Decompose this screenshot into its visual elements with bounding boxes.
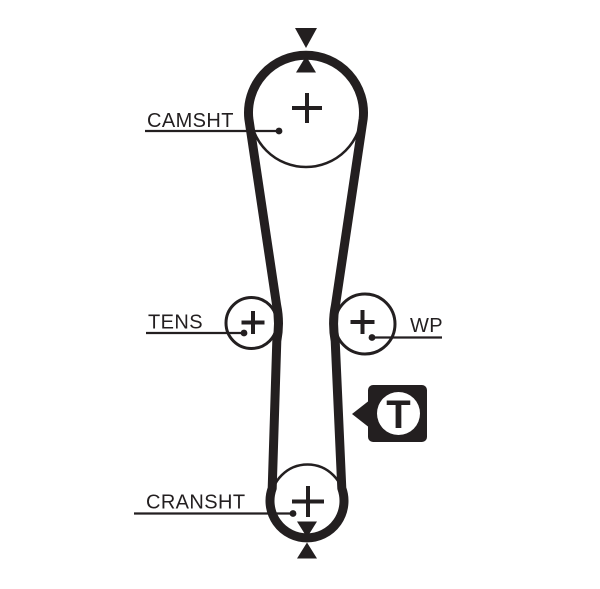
timing-mark-bottom-outer-arrow-icon xyxy=(297,542,317,559)
badge-letter: T xyxy=(386,393,410,437)
crankshaft-center-mark xyxy=(292,486,324,517)
timing-belt xyxy=(244,50,368,543)
timing-mark-top-outer-arrow-icon xyxy=(295,28,317,48)
crankshaft-label: CRANSHT xyxy=(146,492,245,514)
camshaft-leader-dot xyxy=(275,127,283,135)
tensioner-label: TENS xyxy=(148,312,203,334)
crankshaft-leader-dot xyxy=(289,510,297,517)
timing-mark-top-inner-arrow-icon xyxy=(296,56,316,73)
water-pump-center-mark xyxy=(350,310,375,334)
camshaft-center-mark xyxy=(292,93,322,123)
timing-mark-bottom-inner-arrow-icon xyxy=(297,521,317,538)
tension-direction-badge: T xyxy=(352,385,427,442)
tensioner-leader-dot xyxy=(240,329,248,337)
badge-circle xyxy=(377,392,420,435)
badge-left-arrow-icon xyxy=(352,401,369,427)
water-pump-label: WP xyxy=(410,315,443,337)
tensioner-center-mark xyxy=(241,311,265,334)
water-pump-leader-dot xyxy=(368,334,376,341)
camshaft-label: CAMSHT xyxy=(147,110,234,132)
